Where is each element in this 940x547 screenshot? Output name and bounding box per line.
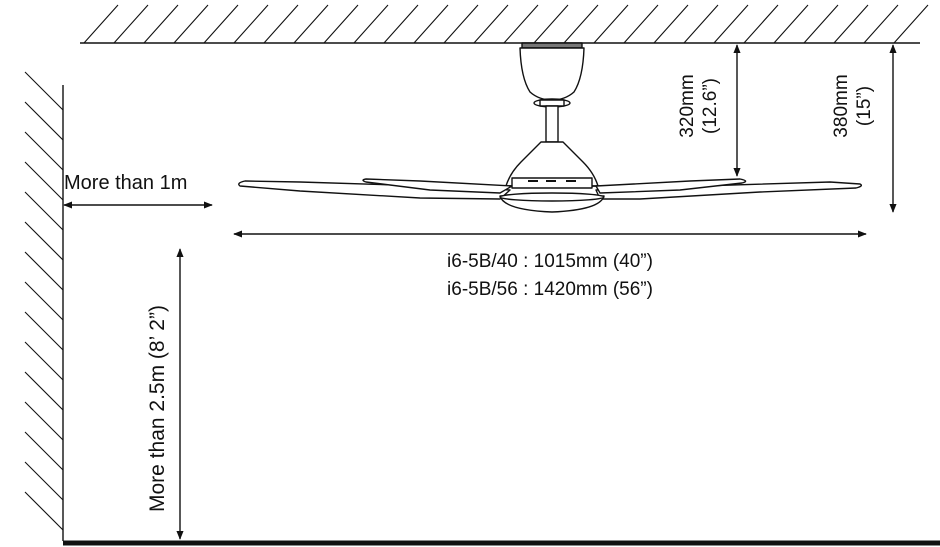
wall-hatch-line — [24, 191, 64, 231]
wall-hatch-line — [24, 491, 64, 531]
fan-downrod — [545, 105, 559, 143]
ceiling-hatch-line — [713, 4, 749, 44]
wall-hatch-line — [24, 131, 64, 171]
ceiling-hatch-line — [653, 4, 689, 44]
ceiling-hatch-line — [893, 4, 929, 44]
ceiling-hatch-line — [503, 4, 539, 44]
drop-380-inch-label: (15”) — [854, 85, 875, 127]
wall-hatch-line — [24, 371, 64, 411]
ceiling-hatch-line — [743, 4, 779, 44]
ceiling-hatch-line — [863, 4, 899, 44]
fan-blade-left — [238, 180, 511, 200]
ceiling-hatch-line — [353, 4, 389, 44]
ceiling-hatch-line — [443, 4, 479, 44]
ceiling-hatch-line — [323, 4, 359, 44]
ceiling-hatch-line — [563, 4, 599, 44]
ceiling-fan — [238, 42, 863, 213]
drop-320-label: 320mm — [677, 74, 698, 138]
ceiling-hatch-line — [803, 4, 839, 44]
ceiling-hatch-line — [683, 4, 719, 44]
wall-hatch-line — [24, 311, 64, 351]
wall — [24, 71, 64, 541]
wall-hatch-line — [24, 161, 64, 201]
ceiling-hatch-line — [173, 4, 209, 44]
ceiling-hatch-line — [113, 4, 149, 44]
wall-hatch-line — [24, 461, 64, 501]
ceiling-hatch-line — [83, 4, 119, 44]
ceiling-hatch-line — [293, 4, 329, 44]
fan-blade-right — [595, 181, 863, 200]
wall-hatch-line — [24, 251, 64, 291]
ceiling-hatch-line — [473, 4, 509, 44]
ceiling-hatch-line — [773, 4, 809, 44]
drop-320-inch-label: (12.6”) — [700, 78, 721, 134]
fan-canopy — [519, 47, 585, 101]
wall-hatch-line — [24, 221, 64, 261]
wall-hatch-line — [24, 431, 64, 471]
wall-hatch-line — [24, 281, 64, 321]
ceiling-hatch-line — [533, 4, 569, 44]
ceiling — [80, 4, 929, 44]
fan-mount — [521, 42, 583, 49]
fan-blade-right-rear — [595, 178, 747, 194]
wall-hatch-line — [24, 341, 64, 381]
wall-hatch-line — [24, 71, 64, 111]
fan-blade-left-rear — [362, 178, 513, 194]
ceiling-hatch-line — [593, 4, 629, 44]
wall-hatch-line — [24, 101, 64, 141]
ceiling-hatch-line — [263, 4, 299, 44]
sweep-label-56: i6-5B/56 : 1420mm (56”) — [447, 279, 653, 300]
ceiling-hatch-line — [383, 4, 419, 44]
side-clearance-label: More than 1m — [64, 172, 188, 194]
ceiling-hatch-line — [833, 4, 869, 44]
wall-hatch-line — [24, 401, 64, 441]
floor-clearance-label: More than 2.5m (8’ 2”) — [146, 305, 169, 512]
ceiling-hatch-line — [233, 4, 269, 44]
ceiling-hatch-line — [143, 4, 179, 44]
sweep-label-40: i6-5B/40 : 1015mm (40”) — [447, 251, 653, 272]
drop-380-label: 380mm — [831, 74, 852, 138]
ceiling-hatch-line — [203, 4, 239, 44]
ceiling-hatch-line — [413, 4, 449, 44]
ceiling-hatch-line — [623, 4, 659, 44]
